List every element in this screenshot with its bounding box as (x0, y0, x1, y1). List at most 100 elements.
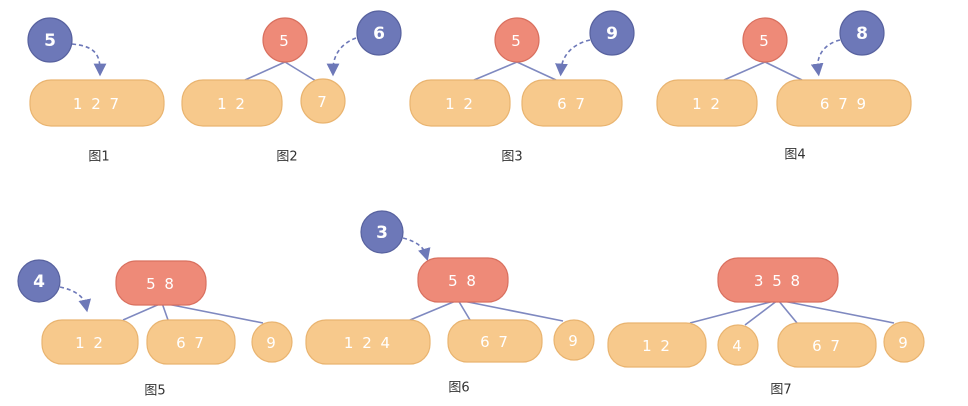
fig6-bubble-shape (360, 210, 404, 254)
fig4-edge-r-b (764, 61, 803, 81)
fig2-leaf-node: 7 (300, 78, 346, 124)
fig7-node-shape (717, 257, 839, 303)
fig3-node-shape (494, 17, 540, 63)
fig2-bubble-shape (356, 10, 402, 56)
fig5-node-shape (251, 321, 293, 363)
fig7-node-keys: 3 5 8 (754, 272, 802, 290)
fig5-edge-r-c (161, 302, 264, 324)
fig5-node-keys: 9 (266, 334, 278, 352)
fig6-node-keys: 6 7 (480, 333, 510, 351)
fig5-insert-arrow (59, 286, 92, 313)
fig2-node-shape (181, 79, 283, 127)
fig4-node-shape (656, 79, 758, 127)
fig5-node-keys: 6 7 (176, 334, 206, 352)
fig4-node-shape (776, 79, 912, 127)
fig6-node-shape (417, 257, 509, 303)
fig3-leaf-node: 1 2 (409, 79, 511, 127)
fig4-node-keys: 6 7 9 (820, 95, 868, 113)
fig3-node-shape (409, 79, 511, 127)
fig7-internal-node: 3 5 8 (717, 257, 839, 303)
fig7-node-shape (883, 321, 925, 363)
fig5-leaf-node: 1 2 (41, 319, 139, 365)
fig3-node-shape (521, 79, 623, 127)
fig1-leaf-node: 1 2 7 (29, 79, 165, 127)
fig4-insert-key-bubble: 8 (839, 10, 885, 56)
fig6-internal-node: 5 8 (417, 257, 509, 303)
fig5-caption: 图5 (144, 384, 165, 399)
fig4-caption: 图4 (784, 148, 805, 163)
fig6-node-keys: 5 8 (448, 272, 478, 290)
fig6-node-keys: 1 2 4 (344, 334, 392, 352)
fig1-node-shape (29, 79, 165, 127)
fig5-inserted-key: 4 (33, 272, 45, 292)
fig6-leaf-node: 6 7 (447, 319, 543, 363)
fig2-internal-node: 5 (262, 17, 308, 63)
fig4-leaf-node: 1 2 (656, 79, 758, 127)
insert-bubbles: 5 6 9 8 4 3 (17, 10, 885, 303)
fig2-edge-r-a (244, 61, 286, 81)
fig7-leaf-node: 9 (883, 321, 925, 363)
fig5-leaf-node: 6 7 (146, 319, 236, 365)
fig4-node-shape (742, 17, 788, 63)
fig6-edge-r-c (457, 299, 564, 322)
fig3-edge-r-b (516, 61, 557, 81)
fig7-node-shape (607, 322, 707, 368)
fig7-edge-r-a (689, 299, 779, 324)
fig6-node-shape (447, 319, 543, 363)
tree-nodes: 1 2 7 5 1 2 7 5 1 2 6 7 5 1 2 6 7 9 5 8 1 2 6 7 9 5 8 1… (29, 17, 925, 368)
fig2-node-keys: 7 (317, 93, 329, 111)
fig1-node-keys: 1 2 7 (73, 95, 121, 113)
fig3-node-keys: 1 2 (445, 95, 475, 113)
fig2-edge-r-b (284, 61, 317, 82)
fig7-node-keys: 6 7 (812, 337, 842, 355)
fig4-internal-node: 5 (742, 17, 788, 63)
fig3-insert-key-bubble: 9 (589, 10, 635, 56)
fig4-bubble-shape (839, 10, 885, 56)
fig2-node-shape (300, 78, 346, 124)
fig2-leaf-node: 1 2 (181, 79, 283, 127)
fig5-bubble-shape (17, 259, 61, 303)
fig1-inserted-key: 5 (44, 31, 56, 51)
fig7-edge-r-b (744, 299, 779, 326)
fig4-leaf-node: 6 7 9 (776, 79, 912, 127)
fig7-node-shape (777, 322, 877, 368)
fig6-node-keys: 9 (568, 332, 580, 350)
fig6-node-shape (553, 319, 595, 361)
fig4-insert-arrow (810, 39, 841, 77)
fig5-leaf-node: 9 (251, 321, 293, 363)
fig2-node-keys: 5 (279, 32, 291, 50)
fig7-node-keys: 4 (732, 337, 744, 355)
fig2-node-keys: 1 2 (217, 95, 247, 113)
fig2-node-shape (262, 17, 308, 63)
fig5-node-keys: 5 8 (146, 275, 176, 293)
fig3-node-keys: 6 7 (557, 95, 587, 113)
fig4-inserted-key: 8 (856, 24, 868, 44)
fig4-node-keys: 1 2 (692, 95, 722, 113)
fig7-leaf-node: 4 (717, 324, 759, 366)
fig2-insert-arrow (326, 37, 357, 77)
fig5-node-shape (115, 260, 207, 306)
fig1-insert-key-bubble: 5 (27, 17, 73, 63)
fig3-insert-arrow (555, 39, 591, 77)
fig7-leaf-node: 1 2 (607, 322, 707, 368)
fig7-node-keys: 9 (898, 334, 910, 352)
fig6-inserted-key: 3 (376, 223, 388, 243)
fig2-caption: 图2 (276, 150, 297, 165)
fig6-node-shape (305, 319, 431, 365)
fig1-caption: 图1 (88, 150, 109, 165)
fig3-node-keys: 5 (511, 32, 523, 50)
fig6-insert-key-bubble: 3 (360, 210, 404, 254)
fig5-node-keys: 1 2 (75, 334, 105, 352)
fig5-internal-node: 5 8 (115, 260, 207, 306)
fig3-bubble-shape (589, 10, 635, 56)
fig6-leaf-node: 9 (553, 319, 595, 361)
fig3-inserted-key: 9 (606, 24, 618, 44)
fig6-caption: 图6 (448, 381, 469, 396)
fig5-insert-key-bubble: 4 (17, 259, 61, 303)
fig5-edge-r-b (161, 302, 169, 321)
fig7-node-shape (717, 324, 759, 366)
fig5-node-shape (146, 319, 236, 365)
fig2-insert-key-bubble: 6 (356, 10, 402, 56)
